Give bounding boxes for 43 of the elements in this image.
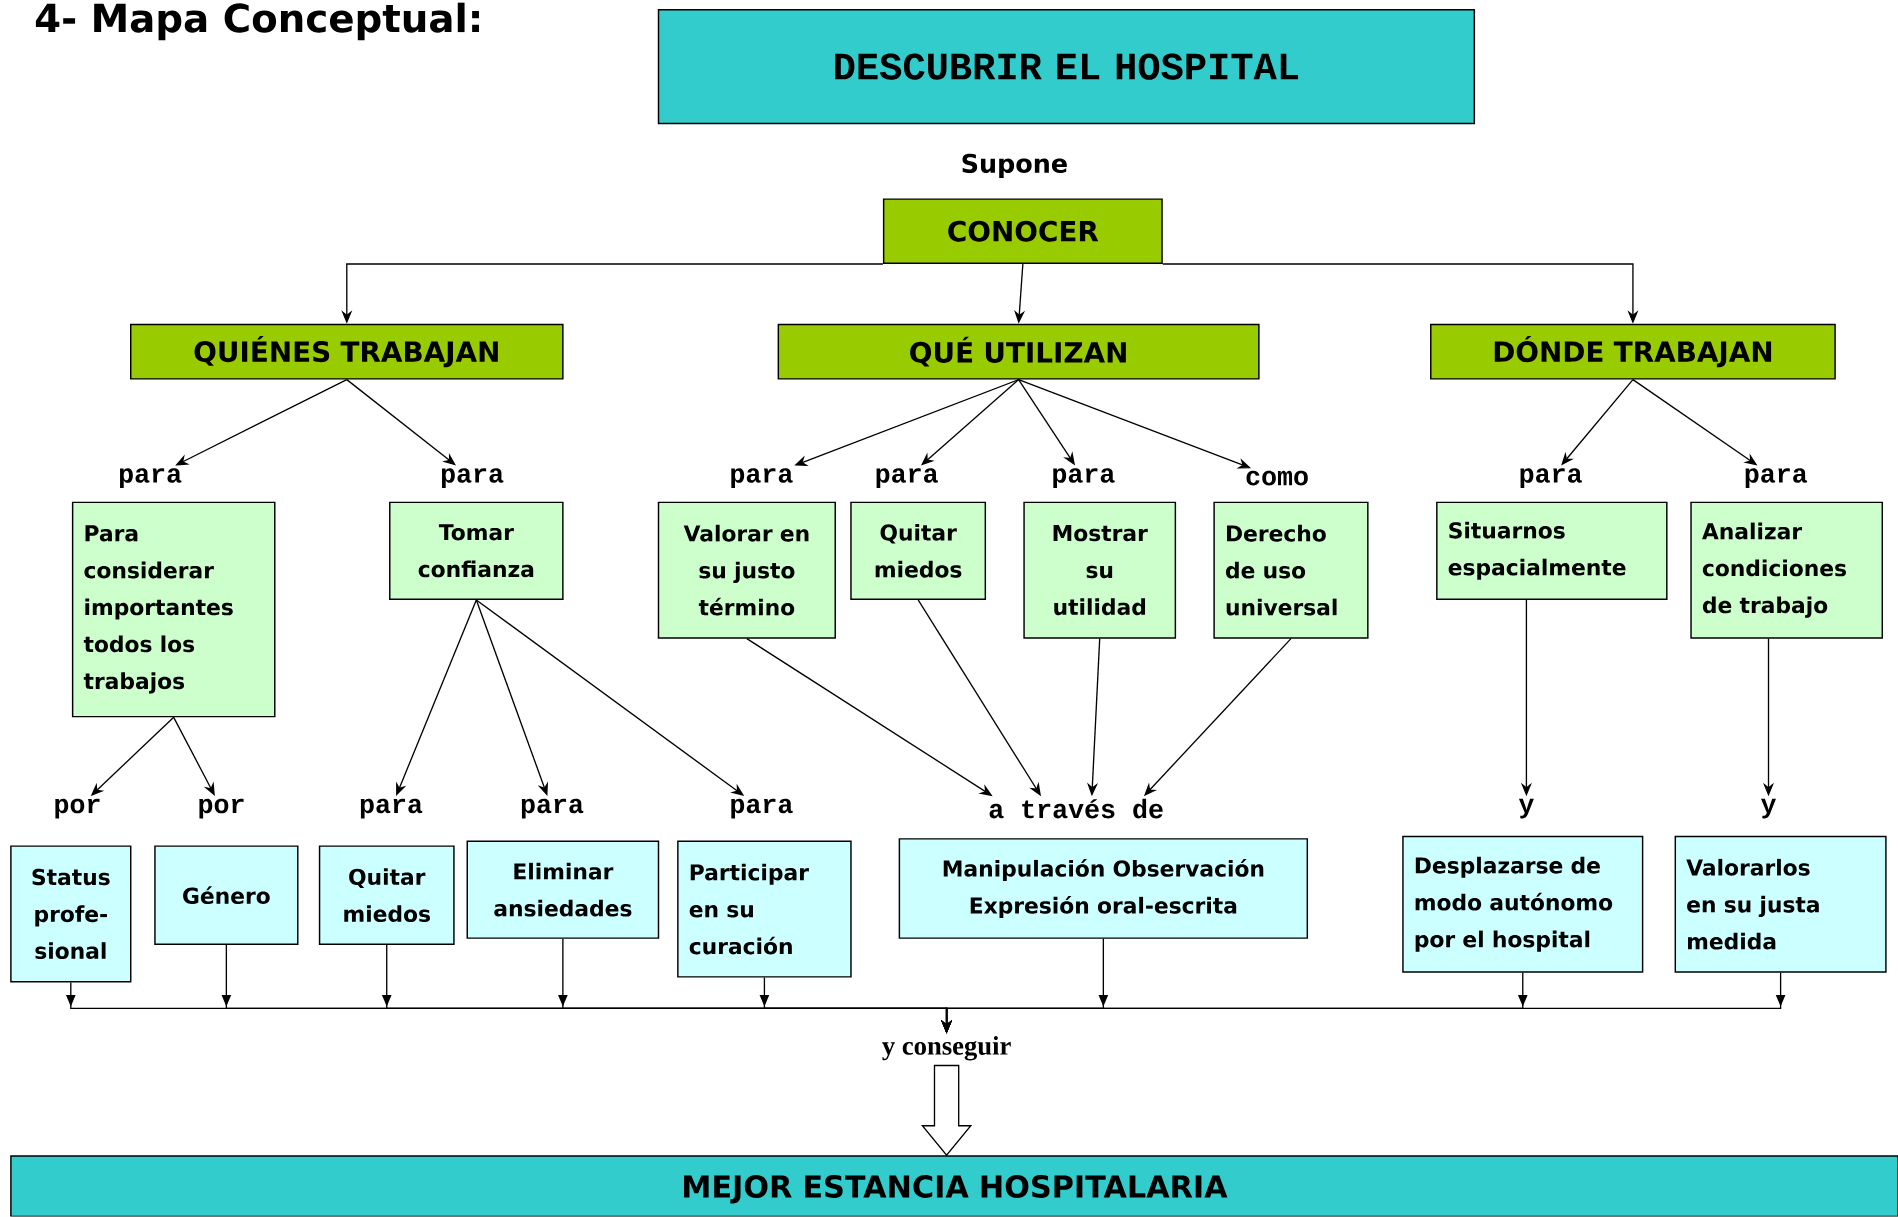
- linking-word: para: [731, 798, 793, 819]
- detail-box: Manipulación Observación Expresión oral-escrita: [898, 838, 1309, 940]
- linking-word: para: [119, 468, 182, 489]
- linking-word: Supone: [962, 154, 1067, 179]
- detail-box: Valorar en su justo término: [657, 501, 836, 639]
- linking-word: y: [1761, 799, 1776, 819]
- linking-word: como: [1246, 471, 1308, 486]
- result-banner: MEJOR ESTANCIA HOSPITALARIA: [10, 1155, 1898, 1217]
- result-text: y conseguir: [882, 1036, 1011, 1061]
- detail-box: Eliminar ansiedades: [466, 840, 660, 940]
- linking-word: para: [731, 468, 793, 489]
- linking-word: por: [199, 798, 244, 819]
- linking-word: para: [360, 798, 423, 819]
- linking-word: y: [1518, 799, 1534, 819]
- linking-word: para: [521, 798, 584, 819]
- linking-word: para: [876, 468, 938, 489]
- linking-word: para: [1520, 468, 1582, 489]
- detail-box: Participar en su curación: [677, 840, 852, 978]
- detail-box: Quitar miedos: [850, 501, 987, 601]
- detail-box: Para considerar importantes todos los trabajos: [71, 501, 276, 718]
- linking-word: para: [1053, 468, 1115, 489]
- detail-box: Status profe- sional: [10, 845, 132, 983]
- linking-word: para: [1745, 468, 1808, 489]
- detail-box: Situarnos espacialmente: [1436, 501, 1668, 601]
- concept-box: QUÉ UTILIZAN: [777, 323, 1260, 380]
- concept-box: CONOCER: [882, 198, 1163, 265]
- detail-box: Valorarlos en su justa medida: [1674, 835, 1887, 973]
- detail-box: Desplazarse de modo autónomo por el hospital: [1402, 835, 1644, 973]
- linking-word: para: [441, 468, 504, 489]
- detail-box: Mostrar su utilidad: [1023, 501, 1177, 639]
- title-box: DESCUBRIR EL HOSPITAL: [657, 9, 1476, 125]
- detail-box: Género: [154, 845, 299, 946]
- block-arrow: [920, 1065, 973, 1157]
- arrow: [1561, 379, 1634, 466]
- concept-box: DÓNDE TRABAJAN: [1430, 323, 1836, 380]
- heading: 4- Mapa Conceptual:: [35, 2, 479, 41]
- linking-word: a través de: [989, 799, 1163, 819]
- linking-word: por: [55, 798, 100, 819]
- detail-box: Derecho de uso universal: [1213, 501, 1369, 639]
- detail-box: Tomar confianza: [389, 501, 564, 601]
- concept-box: QUIÉNES TRABAJAN: [130, 323, 564, 380]
- detail-box: Analizar condiciones de trabajo: [1690, 501, 1883, 639]
- detail-box: Quitar miedos: [318, 845, 455, 946]
